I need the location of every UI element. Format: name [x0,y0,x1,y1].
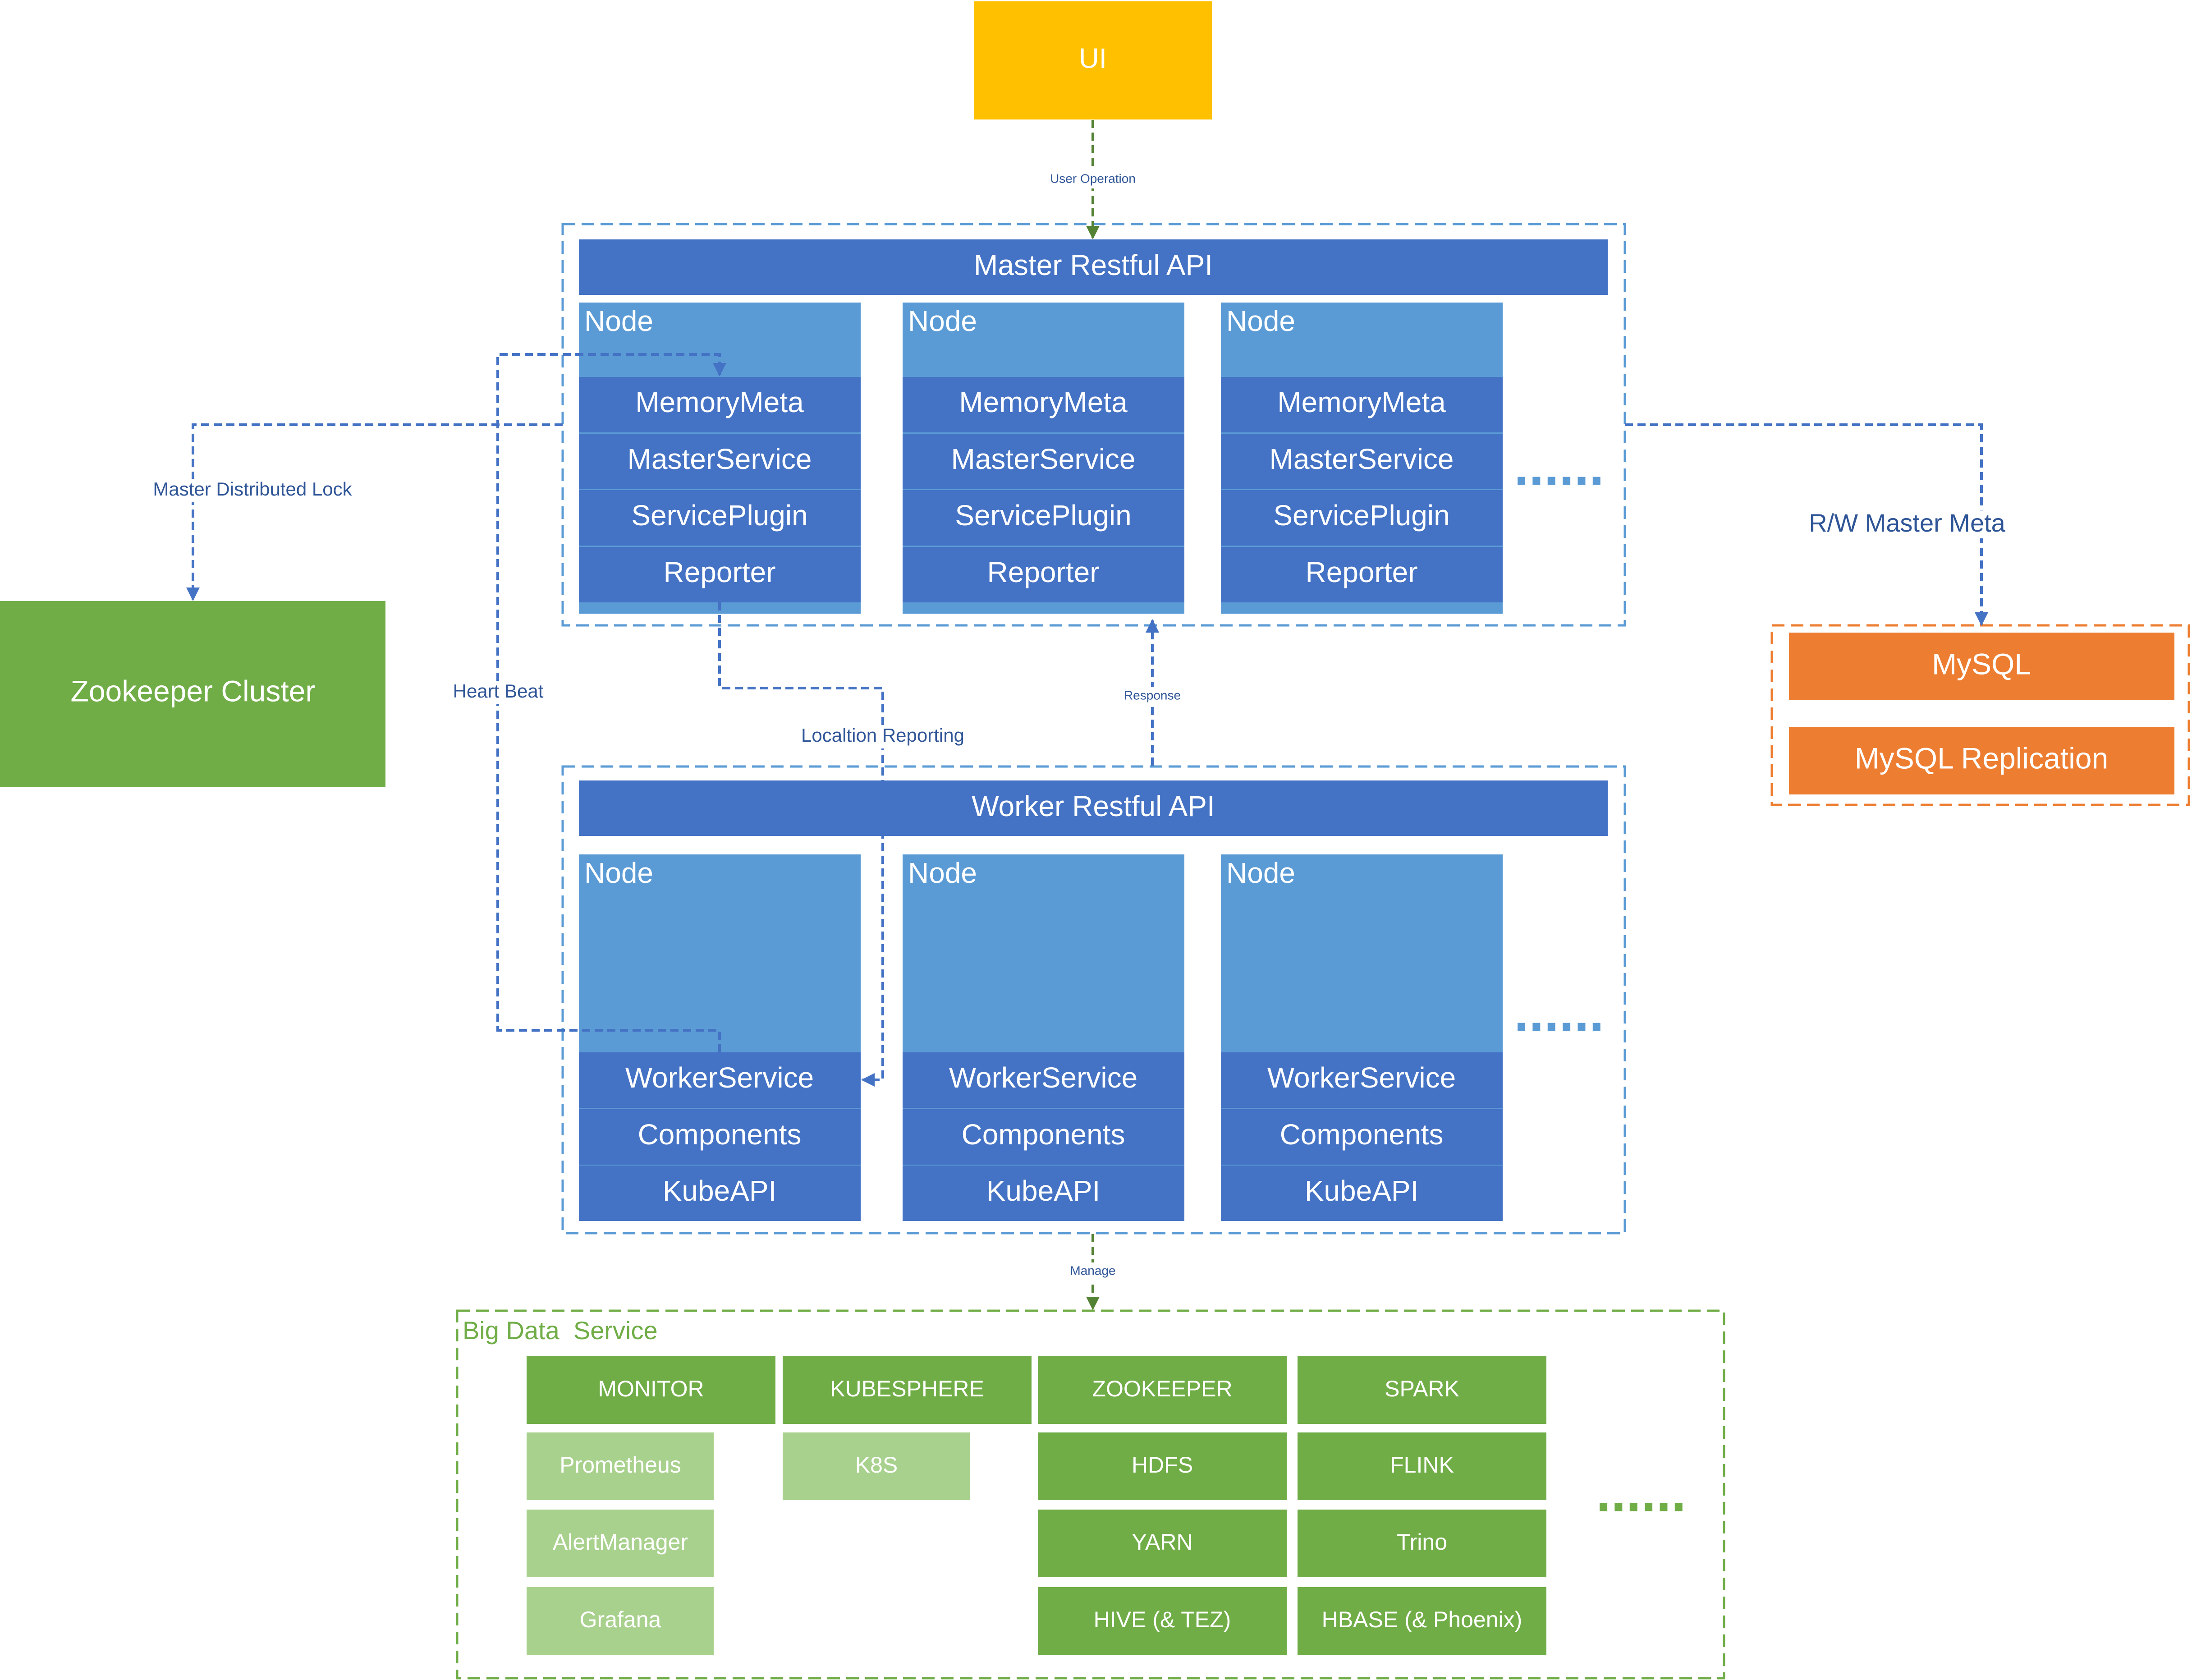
components-label: Components [1280,1118,1444,1151]
kube-api-label: KubeAPI [1305,1175,1419,1207]
monitor-header-label: MONITOR [598,1376,704,1401]
master-restful-api-label: Master Restful API [974,249,1213,281]
memory-meta-label: MemoryMeta [635,386,804,418]
master-more-ellipsis: ...... [1514,436,1604,497]
worker-restful-api-bar [579,780,1608,836]
rw-master-meta-arrow [1625,423,1988,626]
worker-node-2: Node WorkerService Components KubeAPI [903,854,1184,1221]
kubesphere-header-box [783,1356,1032,1424]
zookeeper-cluster-label: Zookeeper Cluster [71,674,316,707]
worker-node-1: Node WorkerService Components KubeAPI [579,854,861,1221]
master-node-2: Node MemoryMeta MasterService ServicePlu… [903,303,1184,614]
master-nodes: Node MemoryMeta MasterService ServicePlu… [579,303,1604,614]
big-data-more-ellipsis: ...... [1596,1463,1686,1523]
big-data-service-title: Big Data Service [463,1316,658,1345]
location-reporting-arrow [718,602,884,1087]
zookeeper-header-label: ZOOKEEPER [1092,1376,1232,1401]
prometheus-label: Prometheus [559,1452,681,1478]
big-data-service-container [456,1309,1725,1680]
rw-master-meta-label: R/W Master Meta [1809,509,2005,537]
manage-label: Manage [1070,1263,1115,1277]
hdfs-label: HDFS [1132,1452,1193,1478]
rw-master-meta-label-bg [1794,510,2020,538]
user-operation-label-bg [1046,170,1140,188]
location-reporting-label-bg [790,725,976,748]
hdfs-box [1038,1432,1287,1500]
hive-box [1038,1587,1287,1655]
memory-meta-label: MemoryMeta [959,386,1128,418]
reporter-label: Reporter [664,556,776,588]
master-restful-api-bar [579,239,1608,295]
spark-header-label: SPARK [1385,1376,1459,1401]
spark-header-box [1298,1356,1546,1424]
master-distributed-lock-label: Master Distributed Lock [153,478,352,500]
manage-label-bg [1060,1262,1125,1281]
yarn-box [1038,1510,1287,1577]
service-plugin-label: ServicePlugin [631,499,807,532]
reporter-label: Reporter [1306,556,1418,588]
node-title: Node [584,305,653,337]
node-title: Node [908,857,977,889]
components-label: Components [962,1118,1125,1151]
kube-api-label: KubeAPI [663,1175,777,1207]
k8s-box [783,1432,970,1500]
node-title: Node [1226,857,1295,889]
master-node-1: Node MemoryMeta MasterService ServicePlu… [579,303,861,614]
master-node-3: Node MemoryMeta MasterService ServicePlu… [1221,303,1503,614]
k8s-label: K8S [855,1452,898,1478]
grafana-label: Grafana [580,1607,661,1632]
master-service-label: MasterService [628,443,812,475]
trino-box [1298,1510,1546,1577]
response-label: Response [1124,688,1181,702]
prometheus-box [527,1432,714,1500]
components-label: Components [638,1118,802,1151]
worker-service-label: WorkerService [625,1061,814,1094]
ui-label: UI [1079,43,1107,74]
master-service-label: MasterService [951,443,1136,475]
service-plugin-label: ServicePlugin [1273,499,1449,532]
location-reporting-label: Localtion Reporting [801,725,964,746]
node-title: Node [1226,305,1295,337]
worker-cluster-container [561,765,1626,1235]
worker-service-label: WorkerService [949,1061,1137,1094]
zookeeper-header-box [1038,1356,1287,1424]
ui-box [974,1,1212,119]
alertmanager-box [527,1510,714,1577]
trino-label: Trino [1397,1529,1447,1555]
heart-beat-label-bg [447,681,549,704]
mysql-replication-label: MySQL Replication [1855,741,2108,775]
heart-beat-label: Heart Beat [453,680,544,702]
node-title: Node [908,305,977,337]
user-operation-label: User Operation [1050,171,1136,185]
reporter-label: Reporter [987,556,1100,588]
master-distributed-lock-label-bg [144,479,361,502]
worker-nodes: Node WorkerService Components KubeAPI No… [579,854,1604,1221]
hbase-box [1298,1587,1546,1655]
service-plugin-label: ServicePlugin [955,499,1131,532]
kube-api-label: KubeAPI [986,1175,1101,1207]
kubesphere-header-label: KUBESPHERE [830,1376,984,1401]
worker-more-ellipsis: ...... [1514,982,1604,1043]
zookeeper-cluster-box [0,601,385,787]
flink-label: FLINK [1390,1452,1454,1478]
response-label-bg [1118,687,1187,705]
worker-node-3: Node WorkerService Components KubeAPI [1221,854,1503,1221]
master-service-label: MasterService [1270,443,1454,475]
master-distributed-lock-arrow [186,423,563,601]
worker-restful-api-label: Worker Restful API [972,790,1215,822]
hive-label: HIVE (& TEZ) [1094,1607,1231,1632]
alertmanager-label: AlertManager [553,1529,688,1555]
flink-box [1298,1432,1546,1500]
grafana-box [527,1587,714,1655]
mysql-label: MySQL [1932,647,2031,680]
hbase-label: HBASE (& Phoenix) [1322,1607,1522,1632]
mysql-replication-box [1789,727,2174,794]
monitor-header-box [527,1356,775,1424]
yarn-label: YARN [1132,1529,1192,1555]
worker-service-label: WorkerService [1267,1061,1456,1094]
node-title: Node [584,857,653,889]
mysql-box [1789,633,2174,700]
memory-meta-label: MemoryMeta [1277,386,1446,418]
